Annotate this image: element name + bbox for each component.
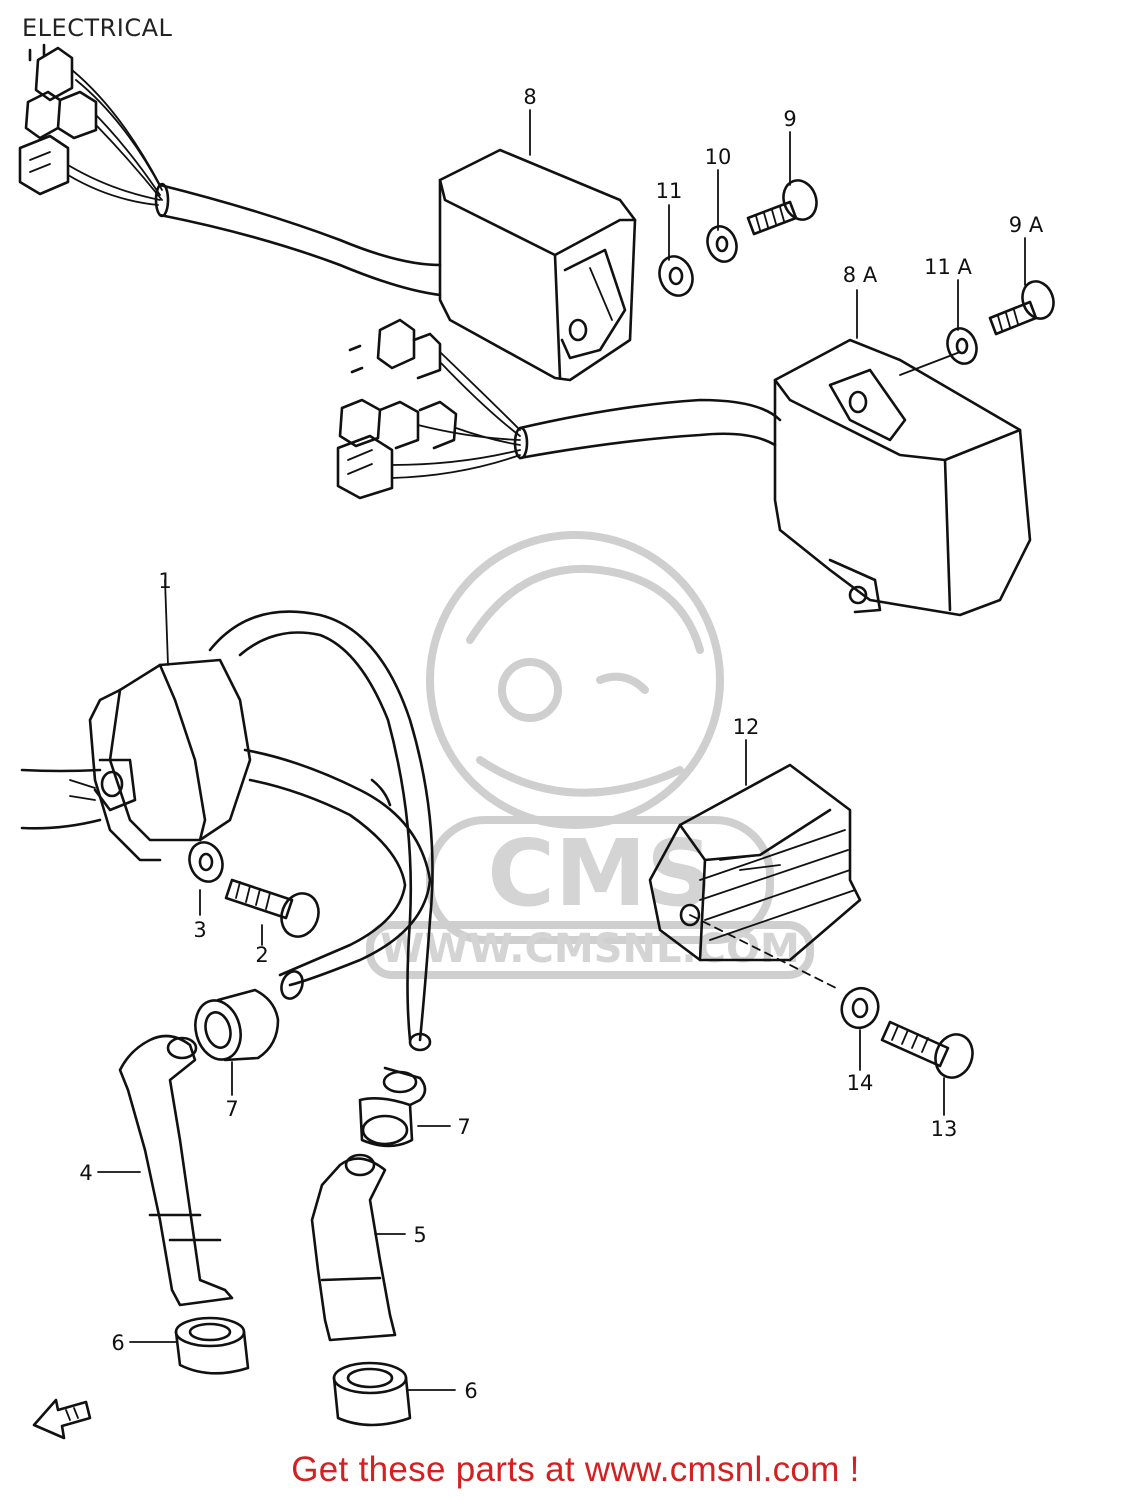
callout-14: 14 — [847, 1071, 874, 1095]
callout-6-left: 6 — [111, 1331, 124, 1355]
callout-6-right: 6 — [464, 1379, 477, 1403]
watermark-mascot-goggles — [466, 564, 704, 654]
watermark-mascot-mouth — [476, 756, 684, 797]
part-13-bolt — [880, 1020, 974, 1079]
front-arrow-icon — [32, 1398, 92, 1440]
footer-banner[interactable]: Get these parts at www.cmsnl.com ! — [0, 1450, 1147, 1490]
part-9a-bolt — [988, 280, 1055, 336]
watermark-brand: CMS — [487, 820, 712, 927]
watermark-mascot-wink — [596, 672, 649, 694]
callout-4: 4 — [79, 1161, 92, 1185]
callout-3: 3 — [193, 918, 206, 942]
callout-7-right: 7 — [457, 1115, 470, 1139]
callout-8a: 8 A — [843, 263, 878, 287]
part-10-lock-washer — [706, 225, 738, 263]
callout-11a: 11 A — [924, 255, 972, 279]
part-7-cap-right — [358, 1066, 427, 1148]
callout-9a: 9 A — [1009, 213, 1044, 237]
part-8-cdi-unit — [18, 43, 637, 382]
part-4-plug-cap — [118, 1034, 234, 1307]
callout-2: 2 — [255, 943, 268, 967]
watermark-mascot-eye — [498, 658, 562, 722]
leader-lines — [97, 109, 1026, 1391]
part-14-washer — [840, 986, 880, 1030]
part-7-cap-left — [194, 988, 280, 1062]
page-title: ELECTRICAL — [22, 14, 173, 42]
callout-7-left: 7 — [225, 1097, 238, 1121]
part-5-plug-cap — [310, 1153, 397, 1342]
callout-1: 1 — [158, 569, 171, 593]
part-1-ignition-coil — [20, 610, 434, 1052]
part-3-washer — [188, 841, 224, 883]
part-6-boot-right — [332, 1361, 412, 1427]
part-8a-cdi-unit — [336, 318, 1032, 617]
part-12-regulator-rectifier — [648, 763, 862, 991]
callout-11: 11 — [656, 179, 683, 203]
watermark-url-bar — [366, 921, 814, 979]
part-6-boot-left — [174, 1316, 250, 1375]
watermark: CMS WWW.CMSNL.COM — [366, 531, 814, 979]
part-11a-washer — [946, 327, 978, 365]
callout-12: 12 — [733, 715, 760, 739]
callout-10: 10 — [705, 145, 732, 169]
part-9-bolt — [746, 179, 818, 236]
part-11-washer — [658, 255, 694, 297]
watermark-mascot-head — [426, 531, 724, 829]
callout-9: 9 — [783, 107, 796, 131]
part-2-bolt — [224, 878, 320, 938]
watermark-url: WWW.CMSNL.COM — [380, 926, 800, 972]
callout-8: 8 — [523, 85, 536, 109]
footer-link[interactable]: Get these parts at www.cmsnl.com ! — [291, 1450, 860, 1489]
callout-5: 5 — [413, 1223, 426, 1247]
callout-13: 13 — [931, 1117, 958, 1141]
callout-labels: 8 11 10 9 8 A 11 A 9 A 1 12 3 2 7 7 4 5 … — [79, 85, 1044, 1403]
